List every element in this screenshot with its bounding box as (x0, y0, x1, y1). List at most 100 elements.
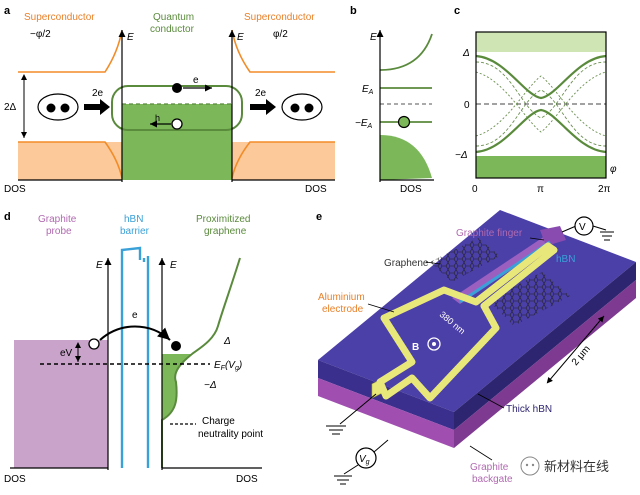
svg-text:Δ: Δ (462, 48, 470, 59)
watermark: 新材料在线 (520, 456, 609, 476)
svg-text:hBN: hBN (124, 214, 143, 225)
svg-text:π: π (537, 184, 544, 195)
c-andreev-upper (475, 54, 607, 100)
svg-text:φ: φ (610, 164, 617, 175)
scale-bar (546, 315, 605, 384)
gap-label-a: 2Δ (4, 102, 17, 113)
svg-text:electrode: electrode (322, 304, 364, 315)
panel-a: a Superconductor −φ/2 Quantum conductor … (4, 5, 335, 195)
cooper-pair-left (37, 93, 79, 121)
fermi-label-d: EF(Vg) (214, 360, 242, 372)
b-lower-band (380, 135, 432, 180)
left-lower-edge (18, 141, 123, 179)
svg-text:Graphite finger: Graphite finger (456, 228, 523, 239)
b-ea-plus: EA (362, 84, 374, 96)
c-andreev-lower (475, 108, 607, 154)
electron-d (171, 341, 181, 351)
svg-text:−Δ: −Δ (204, 380, 217, 391)
wechat-icon (520, 456, 540, 476)
svg-text:E: E (170, 260, 177, 271)
svg-text:Thick hBN: Thick hBN (506, 404, 552, 415)
graphene-filled (162, 354, 192, 468)
svg-text:Graphene: Graphene (384, 258, 429, 269)
svg-text:hBN: hBN (556, 254, 575, 265)
right-superconductor-label: Superconductor (244, 12, 315, 23)
quantum-label-line1: Quantum (153, 12, 194, 23)
dos-left-a: DOS (4, 184, 26, 195)
svg-text:e: e (193, 75, 199, 86)
b-upper-edge (379, 33, 433, 71)
ground-icon-bottom (334, 475, 352, 485)
c-upper-continuum (476, 32, 606, 52)
right-pair-arrow (250, 99, 276, 115)
svg-text:e: e (132, 310, 138, 321)
svg-text:h: h (155, 113, 160, 123)
electron-a (172, 83, 182, 93)
right-lower-band (232, 142, 335, 180)
b-field-marker (427, 337, 441, 351)
svg-text:2e: 2e (92, 88, 104, 99)
svg-text:graphene: graphene (204, 226, 247, 237)
dos-right-a: DOS (305, 184, 327, 195)
quantum-label-line2: conductor (150, 24, 195, 35)
left-superconductor-label: Superconductor (24, 12, 95, 23)
svg-text:neutrality point: neutrality point (198, 429, 263, 440)
svg-text:DOS: DOS (236, 474, 258, 485)
svg-text:DOS: DOS (400, 184, 422, 195)
watermark-text: 新材料在线 (544, 459, 609, 474)
graphite-backgate-front (318, 378, 454, 448)
svg-text:E: E (96, 260, 103, 271)
hole-d (88, 338, 100, 350)
svg-text:backgate: backgate (472, 474, 513, 485)
svg-text:V: V (579, 222, 586, 233)
graphite-finger (452, 234, 556, 304)
svg-text:Proximitized: Proximitized (196, 214, 250, 225)
hbn-barrier (120, 246, 150, 468)
svg-text:E: E (127, 32, 134, 43)
left-phase-label: −φ/2 (30, 29, 51, 40)
b-ea-minus: −EA (355, 118, 373, 130)
svg-text:probe: probe (46, 226, 72, 237)
svg-text:d: d (4, 211, 11, 223)
left-pair-arrow (84, 99, 110, 115)
svg-text:B: B (412, 342, 419, 353)
svg-text:b: b (350, 5, 357, 17)
svg-text:Δ: Δ (223, 336, 231, 347)
quantum-filled-states (122, 104, 232, 180)
c-lower-continuum (476, 156, 606, 178)
graphene-patch-right (488, 272, 570, 326)
right-phase-label: φ/2 (273, 29, 288, 40)
svg-text:Charge: Charge (202, 416, 235, 427)
thick-hbn-top (318, 210, 636, 412)
right-lower-edge (231, 141, 335, 179)
svg-text:c: c (454, 5, 460, 17)
svg-text:−Δ: −Δ (455, 150, 468, 161)
panel-e: e B 380 nm Graphite finger Graphene hBN … (316, 210, 636, 485)
svg-text:eV: eV (60, 348, 73, 359)
gate-source-icon (355, 447, 377, 469)
svg-text:E: E (370, 32, 377, 43)
hole-a (171, 118, 183, 130)
b-occupied-state (397, 115, 411, 129)
left-lower-band (18, 142, 122, 180)
svg-text:barrier: barrier (120, 226, 150, 237)
svg-text:2e: 2e (255, 88, 267, 99)
svg-text:0: 0 (464, 100, 470, 111)
graphene-dos-curve (161, 257, 241, 468)
svg-text:Vg: Vg (359, 454, 370, 466)
svg-text:0: 0 (472, 184, 478, 195)
svg-text:2π: 2π (598, 184, 611, 195)
graphene-patch-top (430, 238, 500, 282)
ground-icon-top (600, 231, 614, 241)
graphite-probe-states (14, 340, 108, 468)
panel-d: d Graphite probe hBN barrier Proximitize… (4, 211, 263, 485)
svg-text:Graphite: Graphite (38, 214, 77, 225)
svg-text:DOS: DOS (4, 474, 26, 485)
cooper-pair-right (281, 93, 323, 121)
panel-c: c Δ 0 −Δ 0 π 2π φ (454, 5, 617, 195)
aluminium-electrode (376, 242, 558, 402)
svg-text:e: e (316, 211, 322, 223)
panel-b: b E EA −EA DOS (350, 5, 435, 195)
ground-icon-left (326, 425, 346, 435)
